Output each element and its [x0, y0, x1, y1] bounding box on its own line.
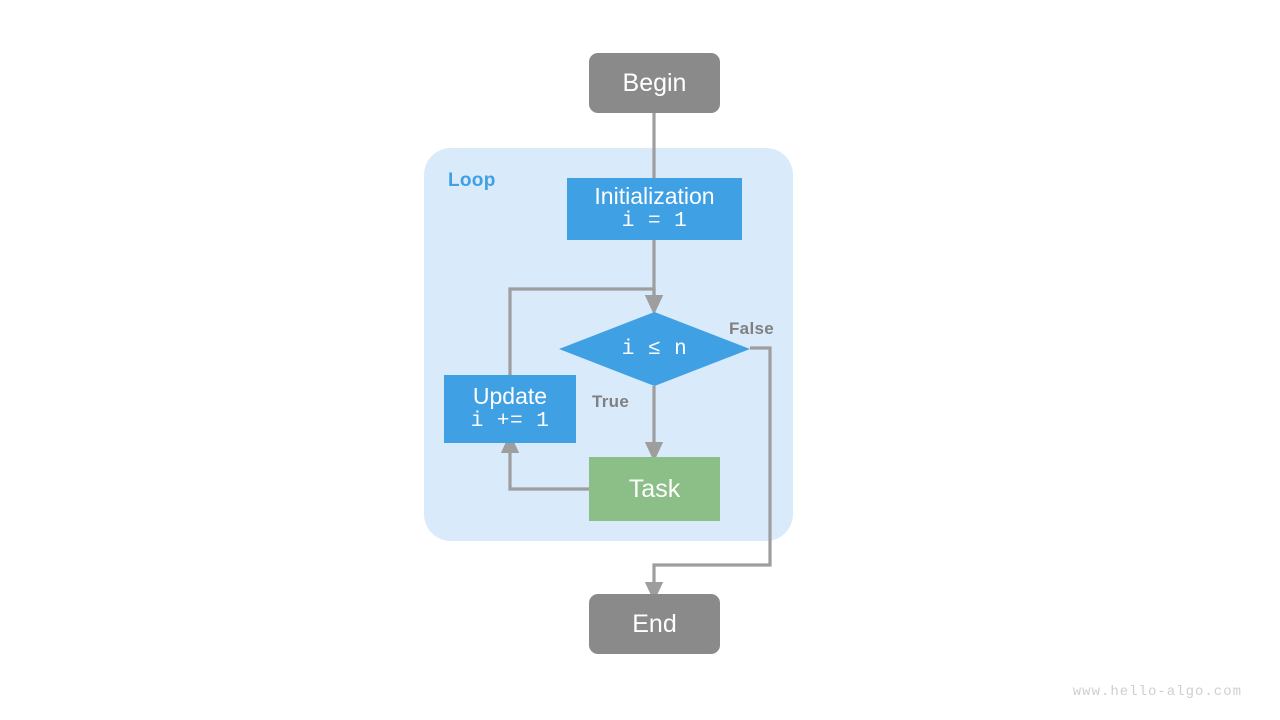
node-initialization[interactable]: Initialization i = 1 [567, 178, 742, 240]
node-update-title: Update [472, 383, 548, 410]
node-end-label: End [632, 610, 677, 638]
node-condition[interactable]: i ≤ n [559, 312, 750, 386]
loop-group-label: Loop [448, 170, 496, 191]
watermark: www.hello-algo.com [1072, 684, 1242, 700]
node-begin[interactable]: Begin [589, 53, 720, 113]
node-end[interactable]: End [589, 594, 720, 654]
node-task-label: Task [628, 475, 681, 503]
diamond-shape [559, 312, 750, 386]
node-task[interactable]: Task [589, 457, 720, 521]
node-begin-label: Begin [622, 69, 687, 97]
edge-label-false: False [729, 319, 774, 338]
node-initialization-code: i = 1 [621, 210, 688, 234]
node-condition-code: i ≤ n [621, 337, 688, 361]
node-update[interactable]: Update i += 1 [444, 375, 576, 443]
edge-label-true: True [592, 392, 630, 411]
node-initialization-title: Initialization [594, 183, 715, 210]
node-update-code: i += 1 [470, 410, 550, 434]
